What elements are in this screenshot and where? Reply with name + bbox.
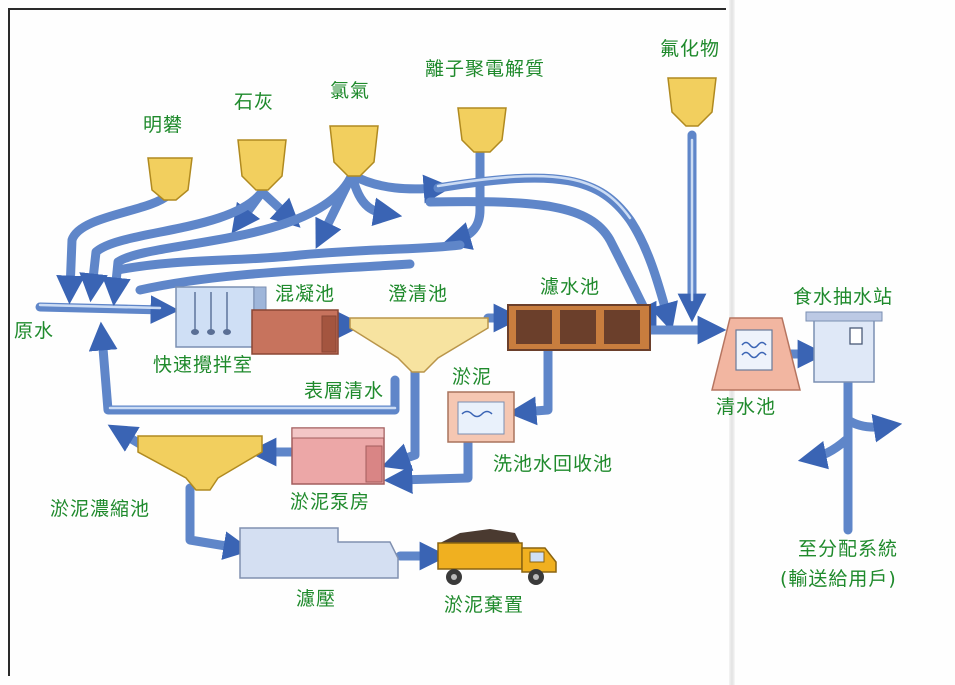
pipe-lime-right [257,187,301,228]
pipe-distribution-right [843,413,903,443]
pipe-second-bank [135,259,415,295]
clear-water-tank [711,317,801,391]
pipe-to-mixing [113,240,465,275]
pipe-to-clearwater-top [433,173,678,332]
label-lime: 石灰 [234,91,275,113]
pipe-chlorine-feed [102,170,357,307]
label-sludge-thickener: 淤泥濃縮池 [50,498,151,520]
sludge-thickener [137,435,263,491]
sludge-truck [437,529,557,585]
pipe-supernatant-return [88,321,400,415]
label-to-consumers: (輸送給用戶) [780,568,897,590]
label-clarifier: 澄清池 [388,283,449,305]
polyelectrolyte-hopper [457,107,507,153]
pipe-to-clearwater-mid [425,197,657,333]
washwater-recovery-pool [447,391,515,443]
label-supernatant: 表層清水 [304,380,385,402]
label-alum: 明礬 [143,114,184,136]
clarifier-tank [349,317,489,373]
label-coagulation: 混凝池 [275,283,336,305]
label-sludge-disposal: 淤泥棄置 [444,594,525,616]
label-to-distribution: 至分配系統 [798,538,899,560]
alum-hopper [147,157,193,201]
label-filter-press: 濾壓 [296,588,337,610]
pipe-clarifier-sludge [381,365,420,471]
label-sludge: 淤泥 [452,366,493,388]
fluoride-hopper [667,77,717,127]
label-chlorine: 氯氣 [330,80,371,102]
pipe-lime-feed [79,187,267,303]
lime-hopper [237,139,287,191]
label-filter: 濾水池 [540,276,601,298]
pipe-distribution-left [797,435,851,470]
pipe-to-press [185,483,253,560]
filter-tank [507,304,651,351]
frame-border-top [8,8,726,10]
label-fluoride: 氟化物 [660,38,721,60]
pipe-chlorine-top [347,170,453,204]
pipe-chlorine-right [347,170,403,227]
label-polyelectrolyte: 離子聚電解質 [425,58,546,80]
label-pumping-station: 食水抽水站 [793,286,894,308]
chlorine-hopper [329,125,379,177]
sludge-pump-house [291,427,385,485]
label-rapid-mixing: 快速攪拌室 [153,354,254,376]
filter-press [239,527,399,579]
pipe-washwater [507,345,553,426]
label-clear-water-tank: 清水池 [716,396,777,418]
pumping-station [805,311,883,383]
frame-border-left [8,8,10,676]
label-sludge-pump-house: 淤泥泵房 [290,491,371,513]
pipe-raw-water [35,295,180,325]
label-raw-water: 原水 [14,320,55,342]
coagulation-tank [251,309,339,355]
pipe-recovery-out [383,435,473,494]
pipe-alum [56,190,173,305]
pipe-polyelectrolyte [442,145,485,250]
label-washwater-recovery: 洗池水回收池 [493,453,614,475]
